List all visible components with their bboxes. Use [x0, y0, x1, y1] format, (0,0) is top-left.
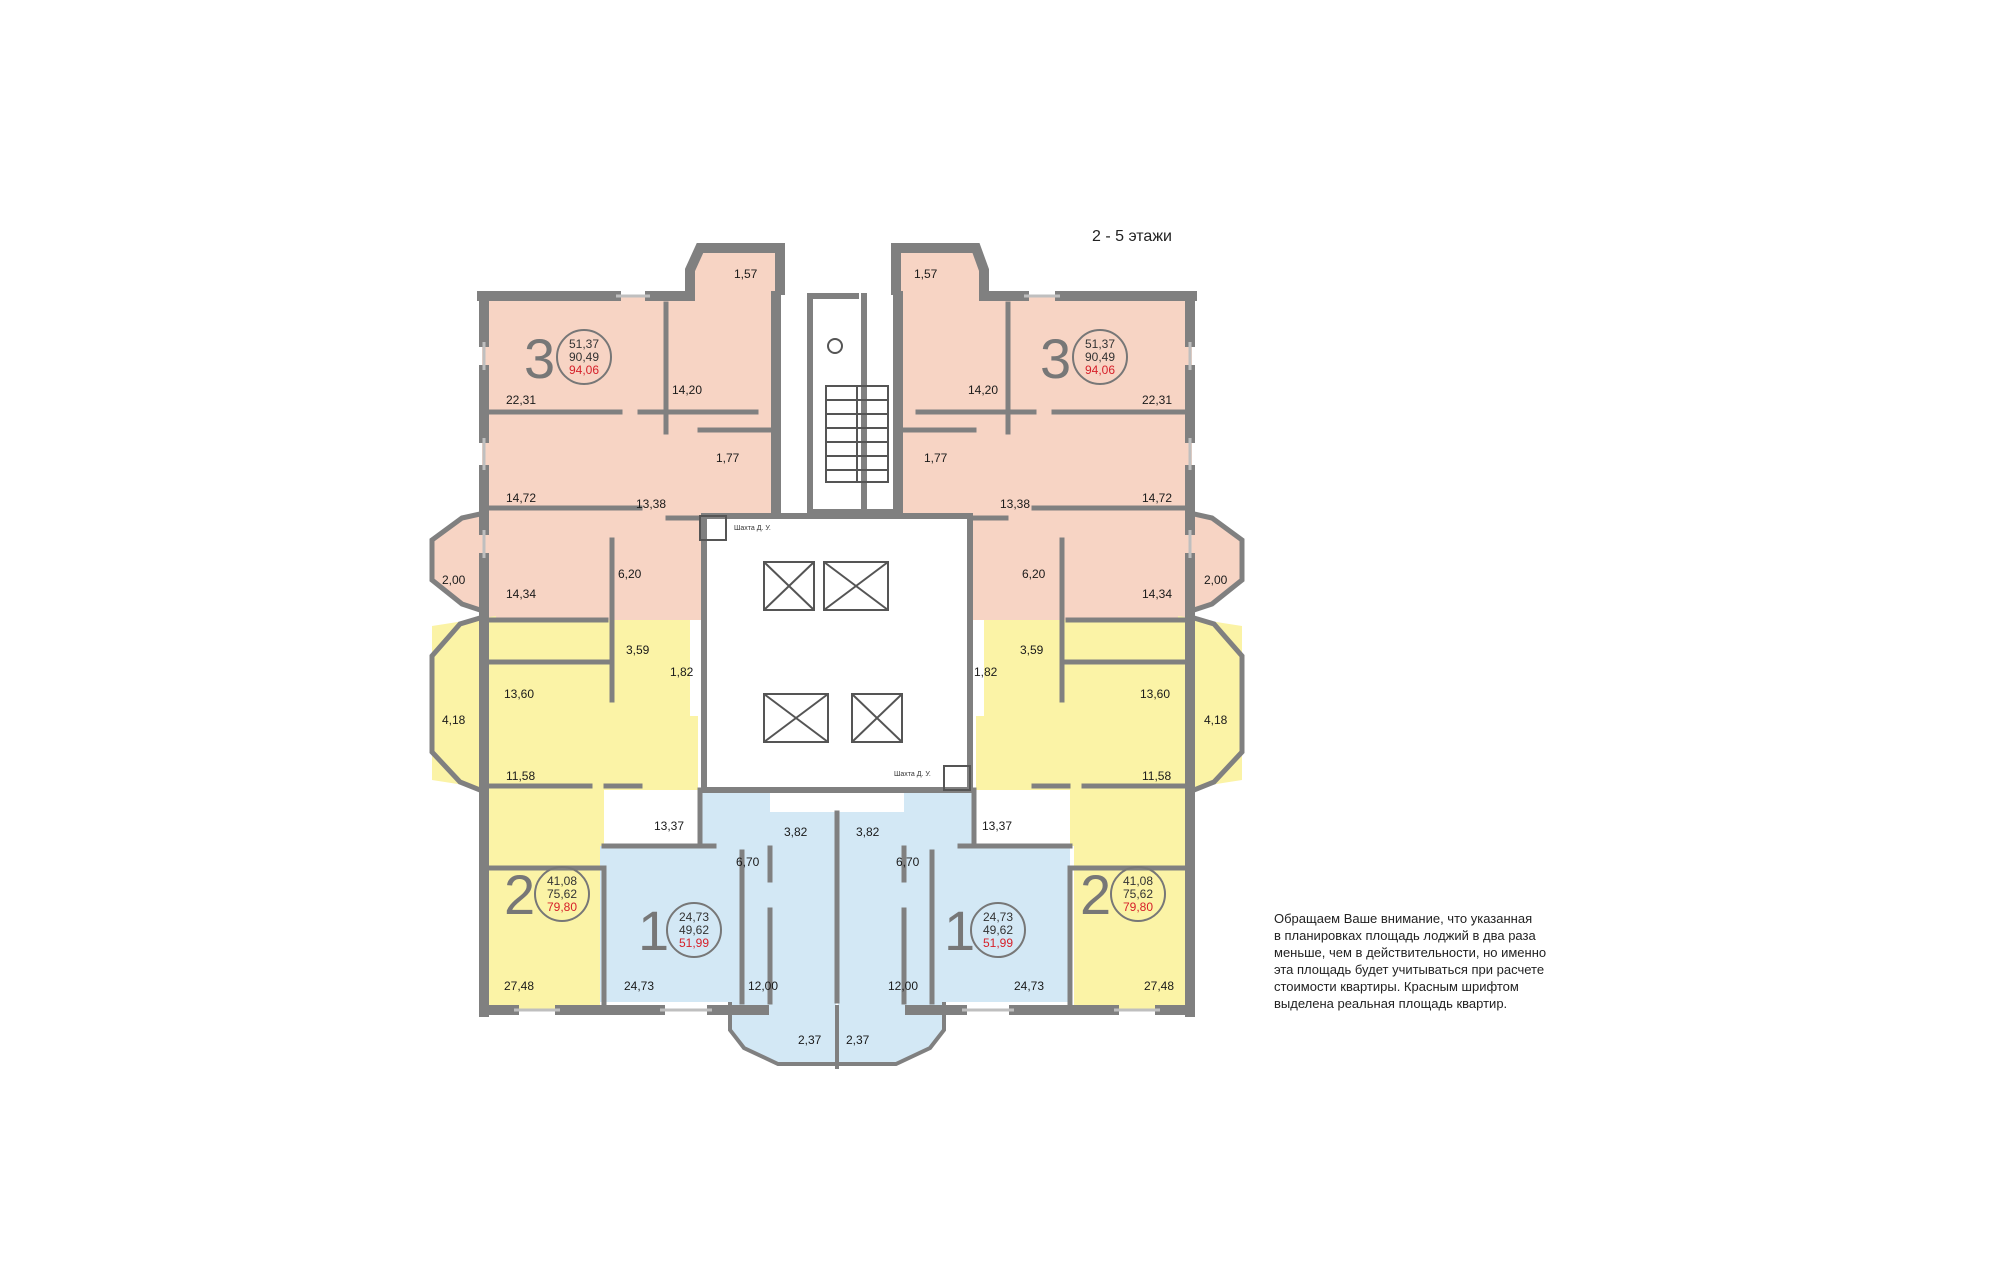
apartment-badge-1-right: 1 24,73 49,62 51,99 — [944, 899, 1026, 962]
apartment-1-right[interactable] — [838, 790, 1070, 1062]
apartment-1-left[interactable] — [600, 790, 836, 1062]
real-area: 79,80 — [1123, 900, 1153, 914]
walls — [429, 243, 1245, 1069]
note-line: Обращаем Ваше внимание, что указанная — [1274, 911, 1533, 926]
area-label: 22,31 — [506, 393, 536, 407]
room-area-labels: 1,57 22,31 14,20 1,77 14,72 13,38 6,20 2… — [442, 267, 1228, 1047]
area-label: 6,20 — [1022, 567, 1046, 581]
area-label: 14,20 — [968, 383, 998, 397]
area-label: 12,00 — [748, 979, 778, 993]
area-label: 13,37 — [982, 819, 1012, 833]
room-count: 3 — [524, 327, 555, 390]
area-label: 14,72 — [506, 491, 536, 505]
real-area: 94,06 — [569, 363, 599, 377]
room-count: 3 — [1040, 327, 1071, 390]
area-label: 1,57 — [734, 267, 758, 281]
area-label: 3,59 — [626, 643, 650, 657]
apartment-badge-2-left: 2 41,08 75,62 79,80 — [504, 863, 590, 926]
living-area: 24,73 — [679, 910, 709, 924]
area-label: 1,77 — [716, 451, 740, 465]
area-label: 2,00 — [1204, 573, 1228, 587]
area-label: 12,00 — [888, 979, 918, 993]
note-line: стоимости квартиры. Красным шрифтом — [1274, 979, 1519, 994]
windows — [482, 294, 1192, 1012]
area-label: 11,58 — [506, 769, 535, 783]
area-label: 2,00 — [442, 573, 466, 587]
area-label: 24,73 — [1014, 979, 1044, 993]
area-label: 1,82 — [974, 665, 998, 679]
area-label: 1,57 — [914, 267, 938, 281]
area-note: Обращаем Ваше внимание, что указанная в … — [1274, 910, 1604, 1012]
living-area: 51,37 — [1085, 337, 1115, 351]
real-area: 51,99 — [983, 936, 1013, 950]
living-area: 51,37 — [569, 337, 599, 351]
shaft-label: Шахта Д. У. — [894, 771, 931, 778]
apartment-badge-3-left: 3 51,37 90,49 94,06 — [524, 327, 612, 390]
room-count: 1 — [944, 899, 975, 962]
room-count: 1 — [638, 899, 669, 962]
total-area: 49,62 — [983, 923, 1013, 937]
floor-title: 2 - 5 этажи — [1092, 228, 1172, 245]
apartment-badge-1-left: 1 24,73 49,62 51,99 — [638, 899, 722, 962]
total-area: 49,62 — [679, 923, 709, 937]
area-label: 1,82 — [670, 665, 694, 679]
real-area: 79,80 — [547, 900, 577, 914]
area-label: 14,34 — [1142, 587, 1172, 601]
apartment-badge-2-right: 2 41,08 75,62 79,80 — [1080, 863, 1166, 926]
area-label: 6,70 — [896, 855, 920, 869]
area-label: 2,37 — [798, 1033, 822, 1047]
area-label: 1,77 — [924, 451, 948, 465]
area-label: 22,31 — [1142, 393, 1172, 407]
area-label: 4,18 — [1204, 713, 1228, 727]
area-label: 13,38 — [1000, 497, 1030, 511]
area-label: 27,48 — [504, 979, 534, 993]
area-label: 4,18 — [442, 713, 466, 727]
area-label: 14,20 — [672, 383, 702, 397]
apartment-badge-3-right: 3 51,37 90,49 94,06 — [1040, 327, 1128, 390]
living-area: 41,08 — [547, 874, 577, 888]
area-label: 27,48 — [1144, 979, 1174, 993]
area-label: 3,82 — [856, 825, 880, 839]
total-area: 75,62 — [547, 887, 577, 901]
note-line: эта площадь будет учитываться при расчет… — [1274, 962, 1545, 977]
area-label: 14,72 — [1142, 491, 1172, 505]
area-label: 14,34 — [506, 587, 536, 601]
area-label: 13,60 — [504, 687, 534, 701]
room-count: 2 — [504, 863, 535, 926]
living-area: 41,08 — [1123, 874, 1153, 888]
shaft-label: Шахта Д. У. — [734, 525, 771, 532]
area-label: 13,60 — [1140, 687, 1170, 701]
area-label: 6,70 — [736, 855, 760, 869]
note-line: меньше, чем в действительности, но именн… — [1274, 945, 1547, 960]
area-label: 13,38 — [636, 497, 666, 511]
area-label: 3,82 — [784, 825, 808, 839]
area-label: 3,59 — [1020, 643, 1044, 657]
area-label: 24,73 — [624, 979, 654, 993]
real-area: 94,06 — [1085, 363, 1115, 377]
area-label: 11,58 — [1142, 769, 1171, 783]
real-area: 51,99 — [679, 936, 709, 950]
room-count: 2 — [1080, 863, 1111, 926]
note-line: выделена реальная площадь квартир. — [1274, 996, 1508, 1011]
note-line: в планировках площадь лоджий в два раза — [1274, 928, 1536, 943]
total-area: 75,62 — [1123, 887, 1153, 901]
total-area: 90,49 — [1085, 350, 1115, 364]
total-area: 90,49 — [569, 350, 599, 364]
area-label: 13,37 — [654, 819, 684, 833]
living-area: 24,73 — [983, 910, 1013, 924]
elevator-core — [699, 338, 971, 791]
area-label: 6,20 — [618, 567, 642, 581]
area-label: 2,37 — [846, 1033, 870, 1047]
